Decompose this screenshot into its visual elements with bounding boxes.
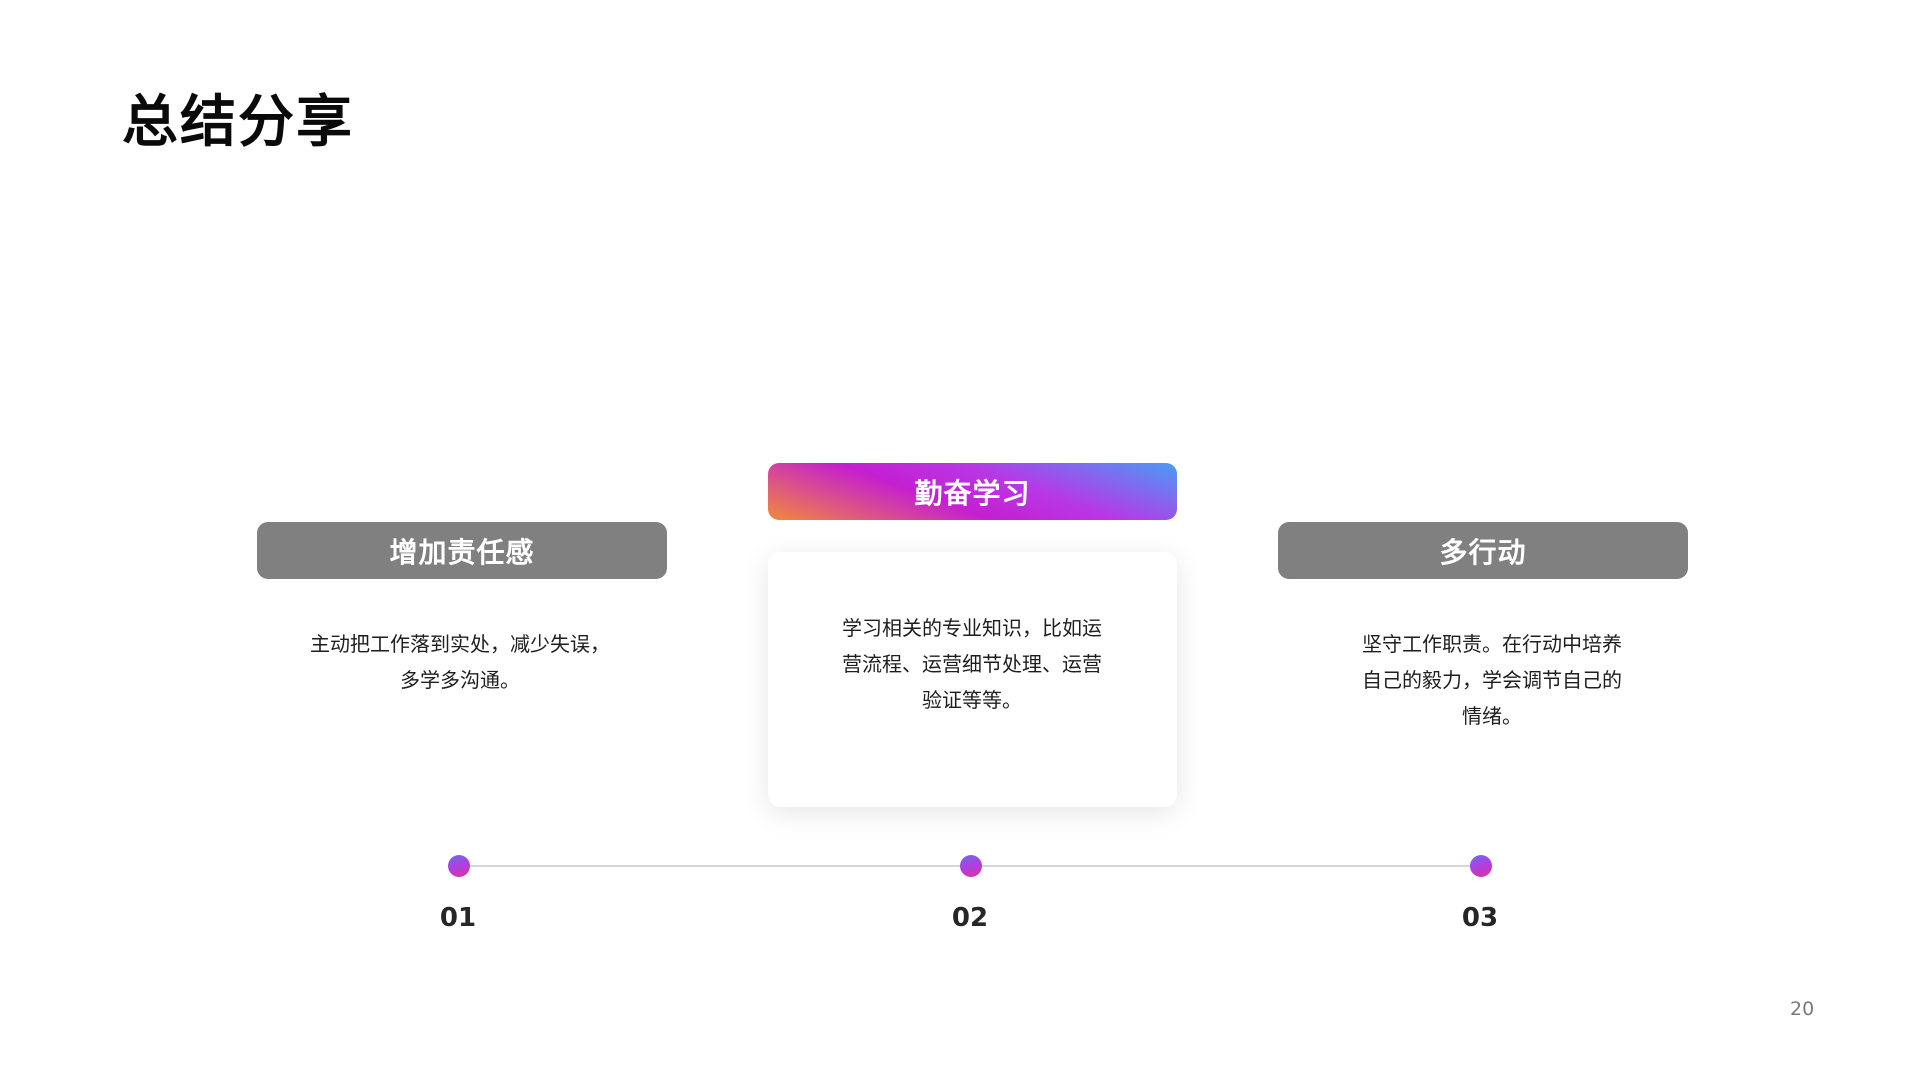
description-1-line-2: 多学多沟通。	[400, 668, 520, 692]
description-2: 学习相关的专业知识，比如运 营流程、运营细节处理、运营 验证等等。	[827, 610, 1117, 718]
timeline-number-3: 03	[1461, 903, 1499, 933]
heading-pill-1: 增加责任感	[257, 522, 667, 579]
heading-pill-2: 勤奋学习	[768, 463, 1177, 520]
highlight-card	[768, 552, 1177, 807]
description-2-line-1: 学习相关的专业知识，比如运	[842, 616, 1102, 640]
heading-1-label: 增加责任感	[389, 535, 535, 569]
timeline-number-2: 02	[951, 903, 989, 933]
description-1: 主动把工作落到实处，减少失误， 多学多沟通。	[300, 626, 620, 698]
description-1-line-1: 主动把工作落到实处，减少失误，	[310, 632, 610, 656]
timeline-dot-1	[448, 855, 470, 877]
description-2-line-3: 验证等等。	[922, 688, 1022, 712]
heading-3-label: 多行动	[1439, 535, 1527, 569]
description-2-line-2: 营流程、运营细节处理、运营	[842, 652, 1102, 676]
timeline-number-1: 01	[439, 903, 477, 933]
page-title: 总结分享	[122, 90, 354, 155]
page-number: 20	[1790, 998, 1815, 1020]
description-3-line-2: 自己的毅力，学会调节自己的	[1362, 668, 1622, 692]
description-3-line-1: 坚守工作职责。在行动中培养	[1362, 632, 1622, 656]
description-3: 坚守工作职责。在行动中培养 自己的毅力，学会调节自己的 情绪。	[1347, 626, 1637, 734]
heading-2-label: 勤奋学习	[914, 476, 1031, 510]
timeline-dot-2	[960, 855, 982, 877]
heading-pill-3: 多行动	[1278, 522, 1688, 579]
description-3-line-3: 情绪。	[1462, 704, 1522, 728]
timeline-dot-3	[1470, 855, 1492, 877]
